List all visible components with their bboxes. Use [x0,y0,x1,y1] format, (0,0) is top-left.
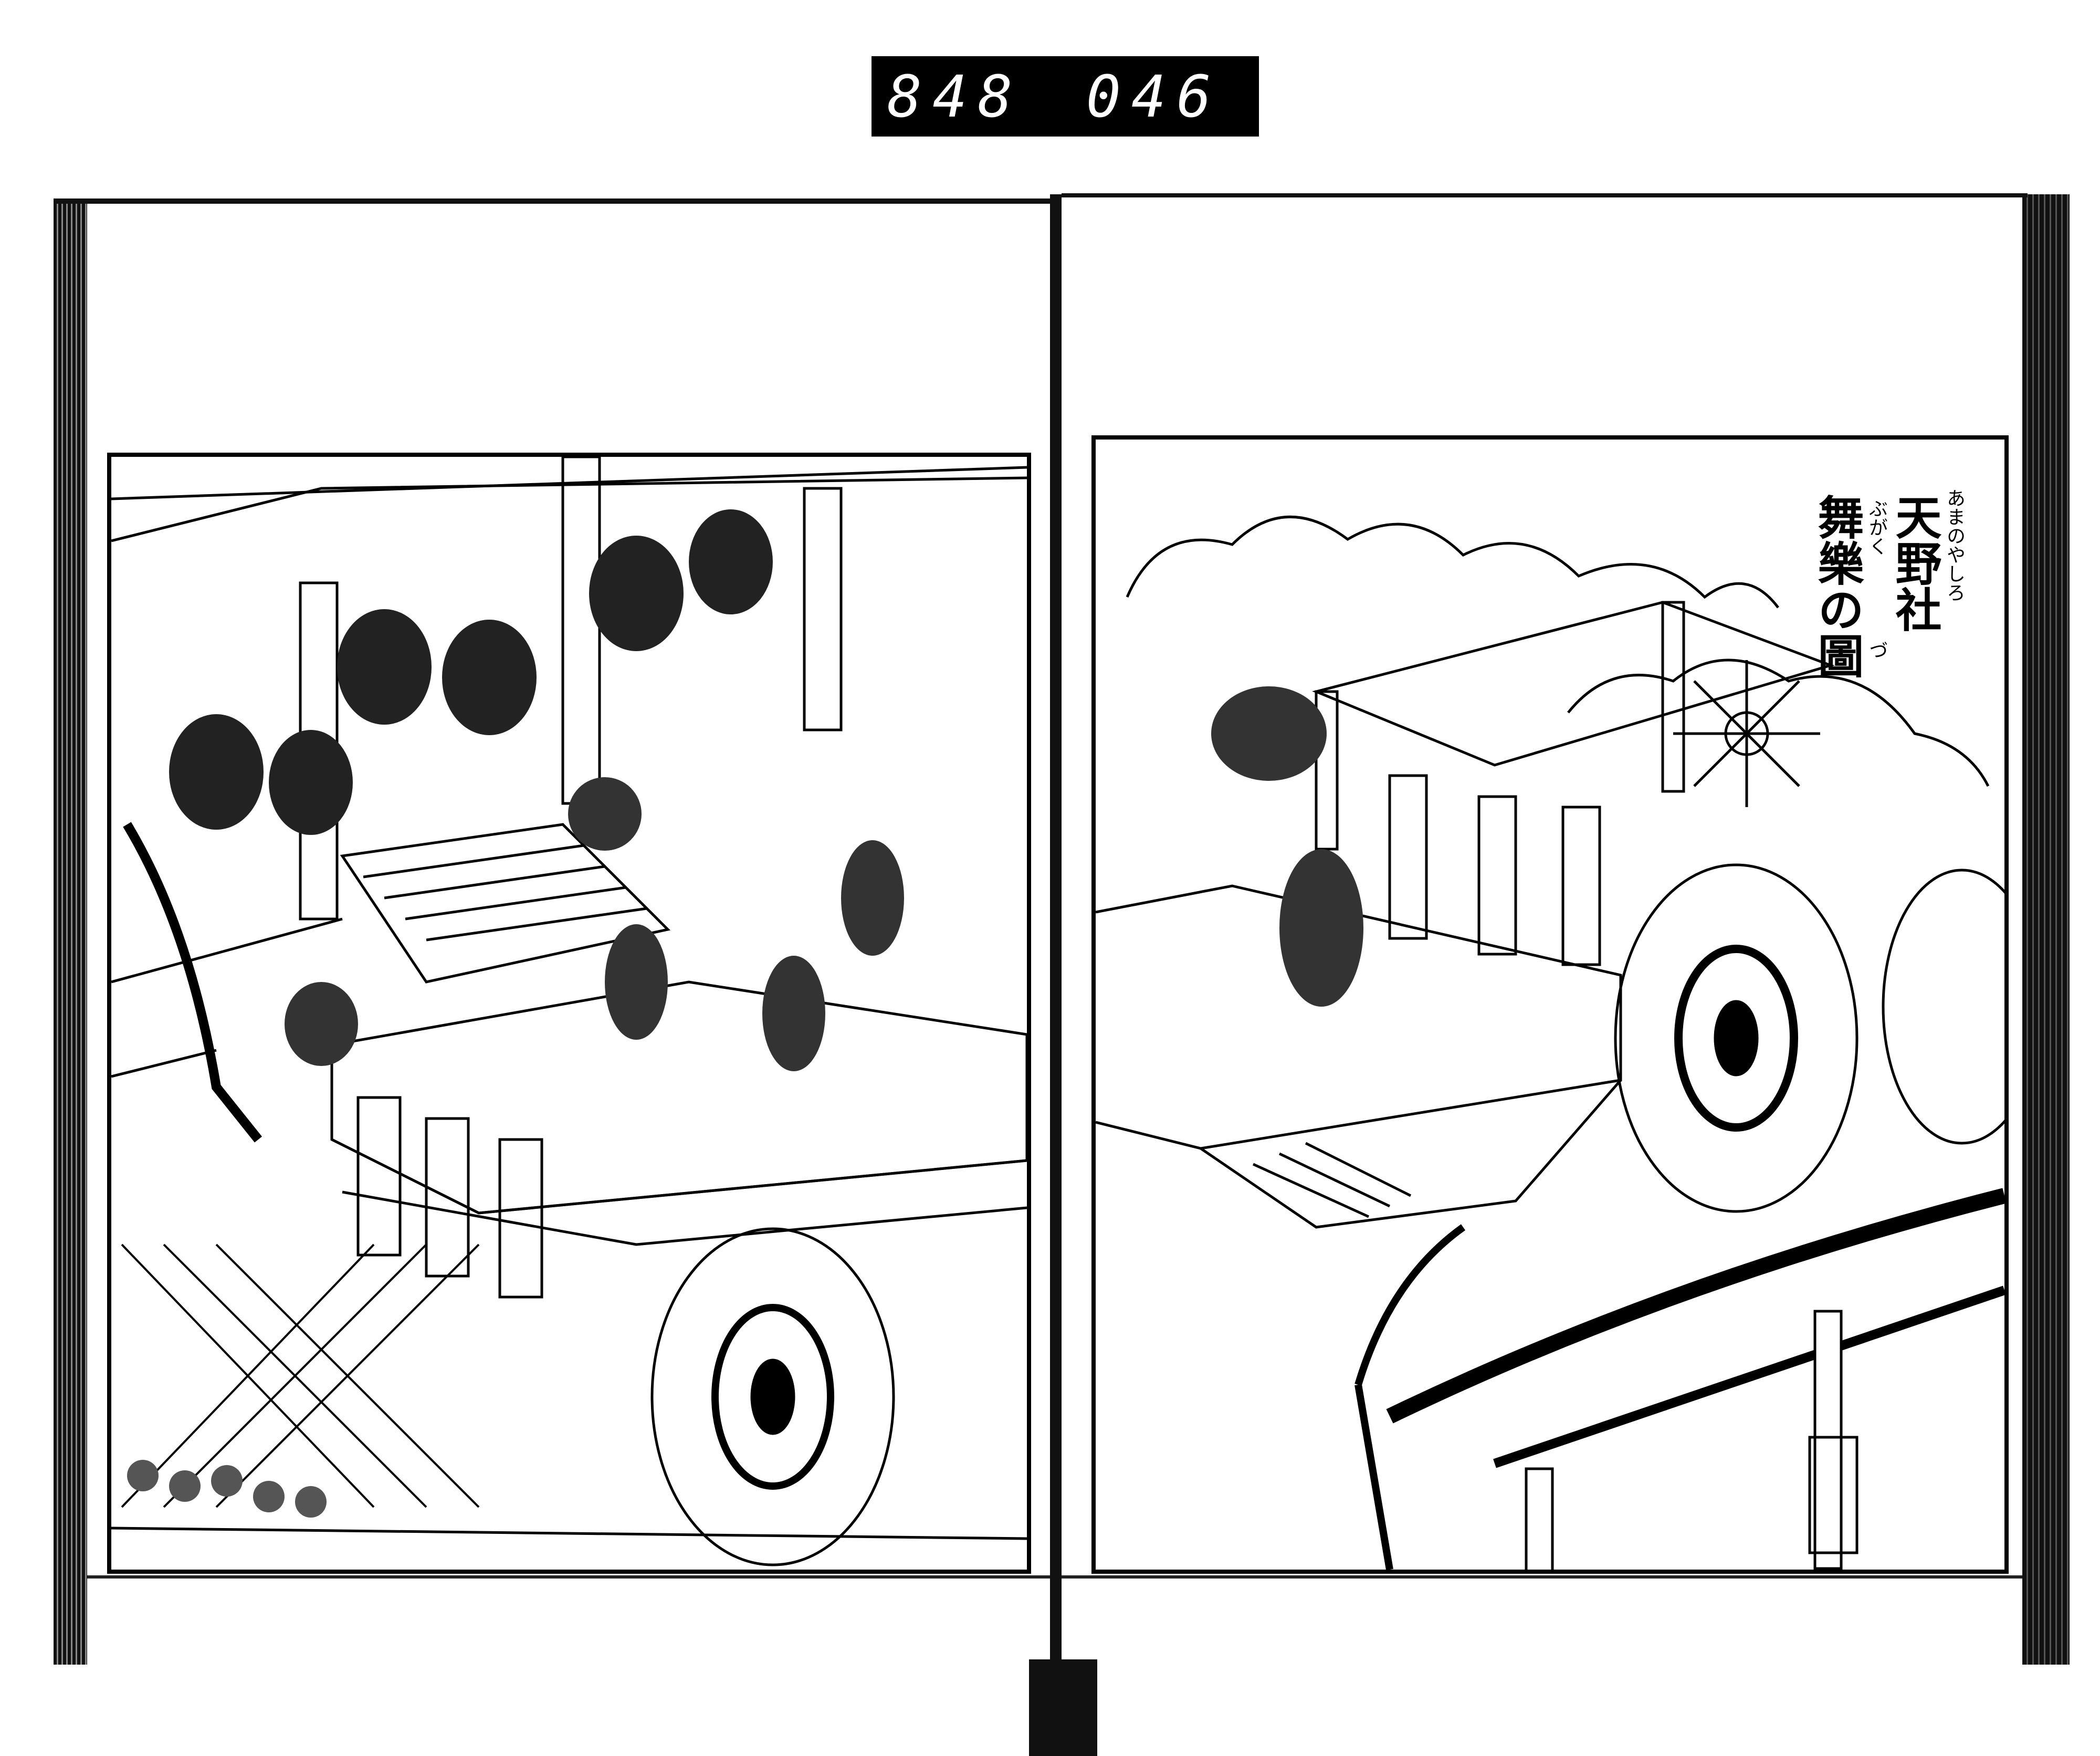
cloud [1126,515,1779,609]
dadaiko-drum [650,1227,895,1566]
pillar [561,457,601,805]
page-bottom-border-left [87,1575,1050,1579]
dancer [1279,849,1363,1007]
left-illustration [111,457,1027,1566]
book-spine-foot [1029,1659,1097,1756]
frame-counter-label: 848 046 [872,56,1259,137]
page-top-border-right [1062,193,2028,197]
counter-right: 046 [1086,62,1222,130]
counter-left: 848 [887,62,1023,130]
title-line-1: 天野社 [1888,494,1942,632]
crowd [127,1460,327,1518]
left-illustration-panel [107,453,1031,1574]
seated-priest [1211,686,1327,781]
title-ruby-3: づ [1866,641,1887,660]
pillar [803,487,843,731]
pine-tree [1354,1224,1466,1570]
page-top-border-left [54,198,1051,204]
stone-lantern [1808,1436,1858,1554]
illustration-title: あまのやしろ 天野社 ぶがく づ 舞樂の圖 [1806,483,1969,693]
dancers [285,777,904,1071]
book-left-edge [54,200,87,1665]
stone-lanterns [1388,774,1601,966]
seated-courtiers [169,509,773,835]
book-right-edge [2022,194,2070,1665]
cloud [1567,659,1990,787]
title-ruby-2: ぶがく [1866,499,1887,556]
dadaiko-drum [1614,863,1858,1213]
right-illustration-panel [1091,435,2009,1574]
title-line-2: 舞樂の圖 [1810,494,1865,678]
page-bottom-border-right [1062,1575,2022,1579]
title-ruby-1: あまのやしろ [1944,488,1965,602]
dadaiko-drum [1882,869,2004,1145]
right-illustration [1096,515,2004,1570]
torii-gate [1386,1188,2004,1424]
book-spine [1050,194,1062,1749]
